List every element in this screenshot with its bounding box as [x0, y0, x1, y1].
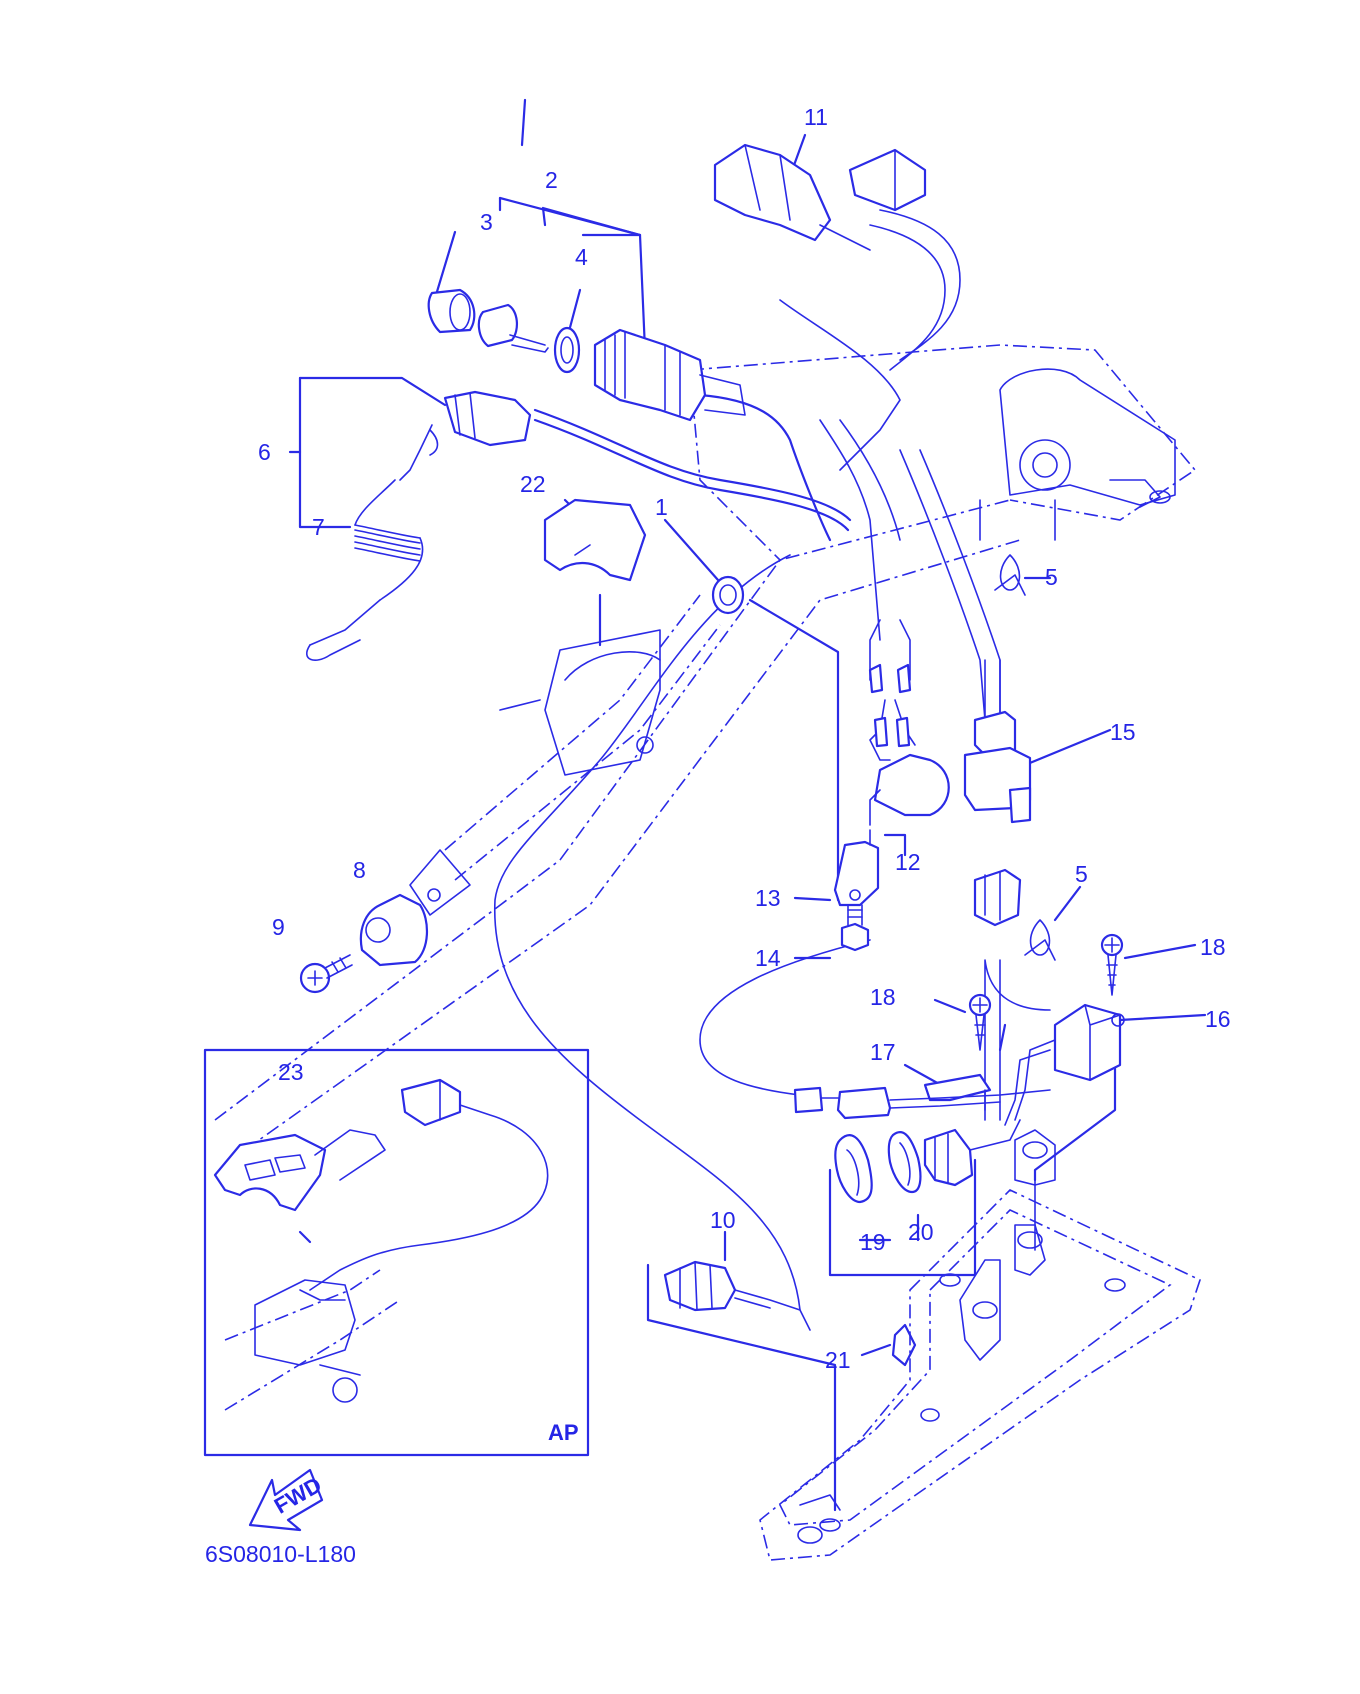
inset-tag: AP [548, 1420, 579, 1445]
part-6-stop-switch [443, 390, 532, 447]
callout-12: 12 [895, 849, 921, 875]
callout-10: 10 [710, 1207, 736, 1233]
part-3-cap [427, 288, 476, 334]
callout-5-upper: 5 [1045, 564, 1058, 590]
callout-15: 15 [1110, 719, 1136, 745]
callout-19: 19 [860, 1229, 886, 1255]
callout-1: 1 [655, 494, 668, 520]
part-11-connector [713, 143, 927, 251]
bottom-tray [759, 1129, 1201, 1561]
callout-11: 11 [804, 104, 828, 130]
main-switch [593, 328, 746, 422]
part-1-clip [711, 575, 745, 615]
drawing-code: 6S08010-L180 [205, 1541, 356, 1567]
part-17-plate [923, 1073, 992, 1111]
part-22-cover [543, 498, 647, 582]
part-15-connector [963, 659, 1032, 927]
harness-plug [923, 1119, 1021, 1187]
callout-18-left: 18 [870, 984, 896, 1010]
callout-17: 17 [870, 1039, 896, 1065]
inset-ap [203, 1048, 590, 1457]
callout-4: 4 [575, 244, 588, 270]
callout-23: 23 [278, 1059, 304, 1085]
callout-2: 2 [545, 167, 558, 193]
part-20-grommet [887, 1131, 922, 1194]
callout-6: 6 [258, 439, 271, 465]
part-12-buzzer [868, 619, 950, 826]
part-5-clip-upper [994, 554, 1026, 596]
part-16-relay [1004, 1003, 1125, 1126]
part-18-screw-right [1100, 933, 1124, 996]
wire-connector-pair [793, 1086, 1051, 1120]
callouts: 11 2 3 4 6 7 22 1 5 15 12 13 14 5 18 18 … [205, 104, 1231, 1567]
callout-22: 22 [520, 471, 546, 497]
callout-21: 21 [825, 1347, 851, 1373]
part-9-screw [299, 954, 353, 994]
part-7-lanyard [306, 424, 439, 661]
callout-7: 7 [312, 514, 325, 540]
callout-9: 9 [272, 914, 285, 940]
part-10-connector [663, 1260, 801, 1312]
part-2-key [477, 303, 549, 353]
part-14-bolt [840, 904, 870, 952]
part-4-washer [553, 326, 581, 374]
leader-lines [288, 98, 1207, 1512]
fwd-arrow: FWD [248, 1468, 326, 1532]
part-19-grommet [834, 1134, 873, 1204]
callout-3: 3 [480, 209, 493, 235]
callout-8: 8 [353, 857, 366, 883]
part-5-clip-lower [1024, 919, 1056, 961]
part-8-grip-end [359, 893, 429, 967]
part-18-screw-left [968, 993, 992, 1051]
steering-handle [214, 344, 1197, 1151]
callout-13: 13 [755, 885, 781, 911]
callout-20: 20 [908, 1219, 934, 1245]
part-21-label [891, 1323, 917, 1367]
callout-14: 14 [755, 945, 781, 971]
callout-16: 16 [1205, 1006, 1231, 1032]
callout-18-right: 18 [1200, 934, 1226, 960]
callout-5-lower: 5 [1075, 861, 1088, 887]
part-13-bracket [833, 829, 880, 907]
